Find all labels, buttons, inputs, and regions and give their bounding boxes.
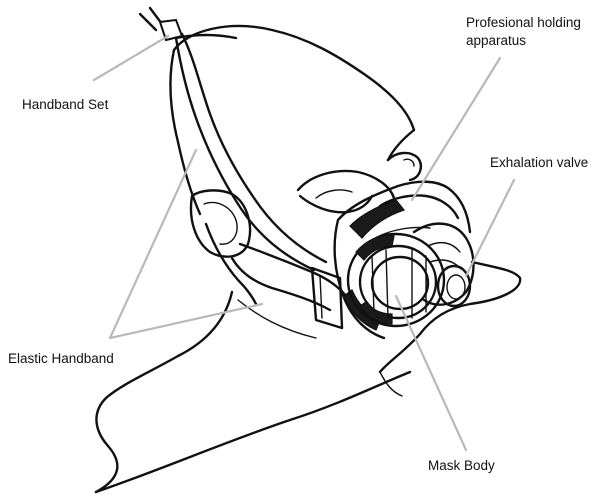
label-mask-body: Mask Body: [428, 457, 495, 475]
handband-set: [140, 8, 326, 270]
label-exhalation-valve: Exhalation valve: [490, 154, 588, 172]
exhalation-valve: [414, 224, 474, 306]
head-outline: [171, 26, 414, 304]
leader-elastic-handband-2: [110, 304, 262, 338]
filter-cartridge: [348, 234, 444, 326]
leader-exhalation-valve: [466, 180, 514, 276]
leader-elastic-handband-1: [110, 150, 196, 338]
leader-lines: [94, 36, 514, 450]
label-holding-line2: apparatus: [466, 32, 581, 50]
label-holding-line1: Profesional holding: [466, 14, 581, 32]
label-holding-apparatus: Profesional holding apparatus: [466, 14, 581, 50]
leader-handband-set: [94, 36, 168, 80]
leader-holding-apparatus: [412, 58, 500, 200]
mask-body: [335, 182, 470, 338]
label-elastic-handband: Elastic Handband: [8, 350, 114, 368]
label-handband-set: Handband Set: [22, 96, 108, 114]
